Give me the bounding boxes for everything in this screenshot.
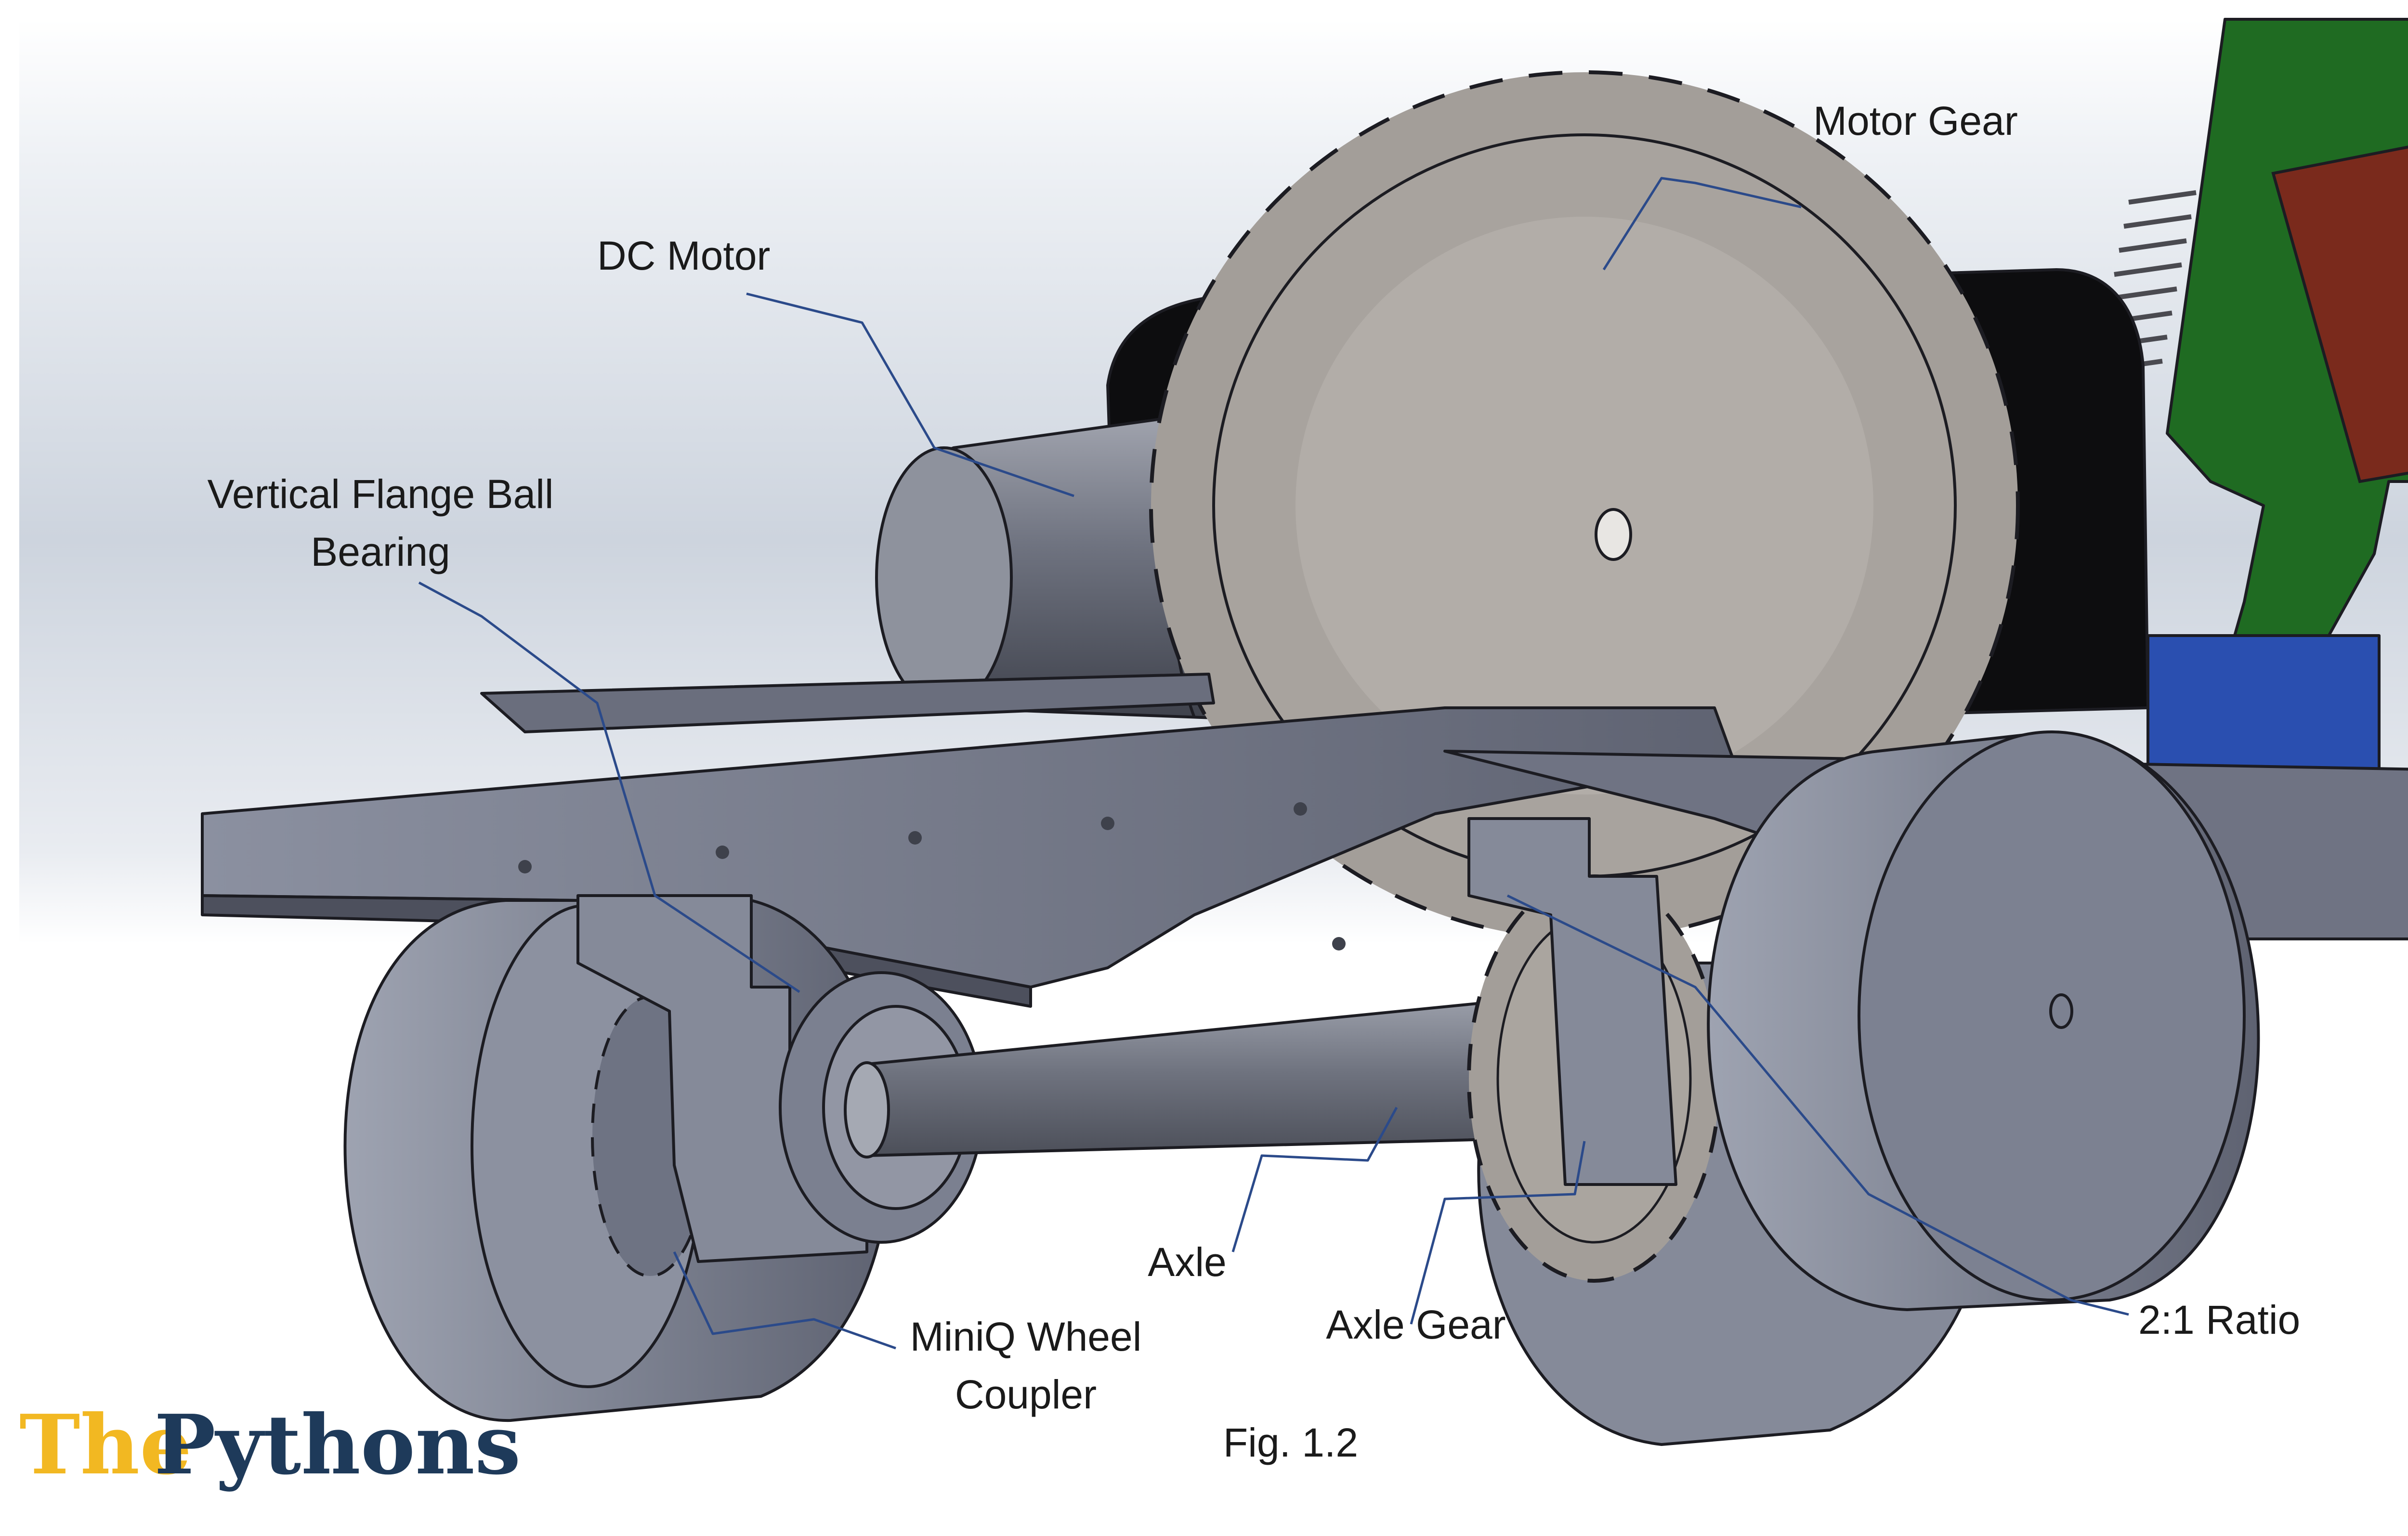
figure-caption: Fig. 1.2: [1223, 1420, 1358, 1465]
label-bearing-line2: Bearing: [311, 529, 450, 574]
pcb-assembly: [2094, 18, 2408, 781]
logo-the: The: [19, 1397, 192, 1493]
leader-lines: [418, 177, 2129, 1350]
label-bearing-line1: Vertical Flange Ball: [207, 471, 553, 517]
label-coupler-line1: MiniQ Wheel: [910, 1314, 1142, 1359]
right-front-wheel: [1707, 730, 2260, 1311]
axle-shaft: [844, 990, 1605, 1159]
label-motor-gear: Motor Gear: [1813, 98, 2018, 143]
team-logo: The Pythons: [19, 1397, 521, 1493]
label-ratio: 2:1 Ratio: [2138, 1297, 2300, 1342]
label-dc-motor: DC Motor: [597, 233, 770, 278]
label-axle: Axle: [1148, 1239, 1226, 1285]
logo-pythons: Pythons: [154, 1397, 521, 1493]
label-axle-gear: Axle Gear: [1326, 1302, 1506, 1347]
label-coupler-line2: Coupler: [955, 1372, 1097, 1417]
right-bearing-bracket: [1467, 817, 1677, 1186]
